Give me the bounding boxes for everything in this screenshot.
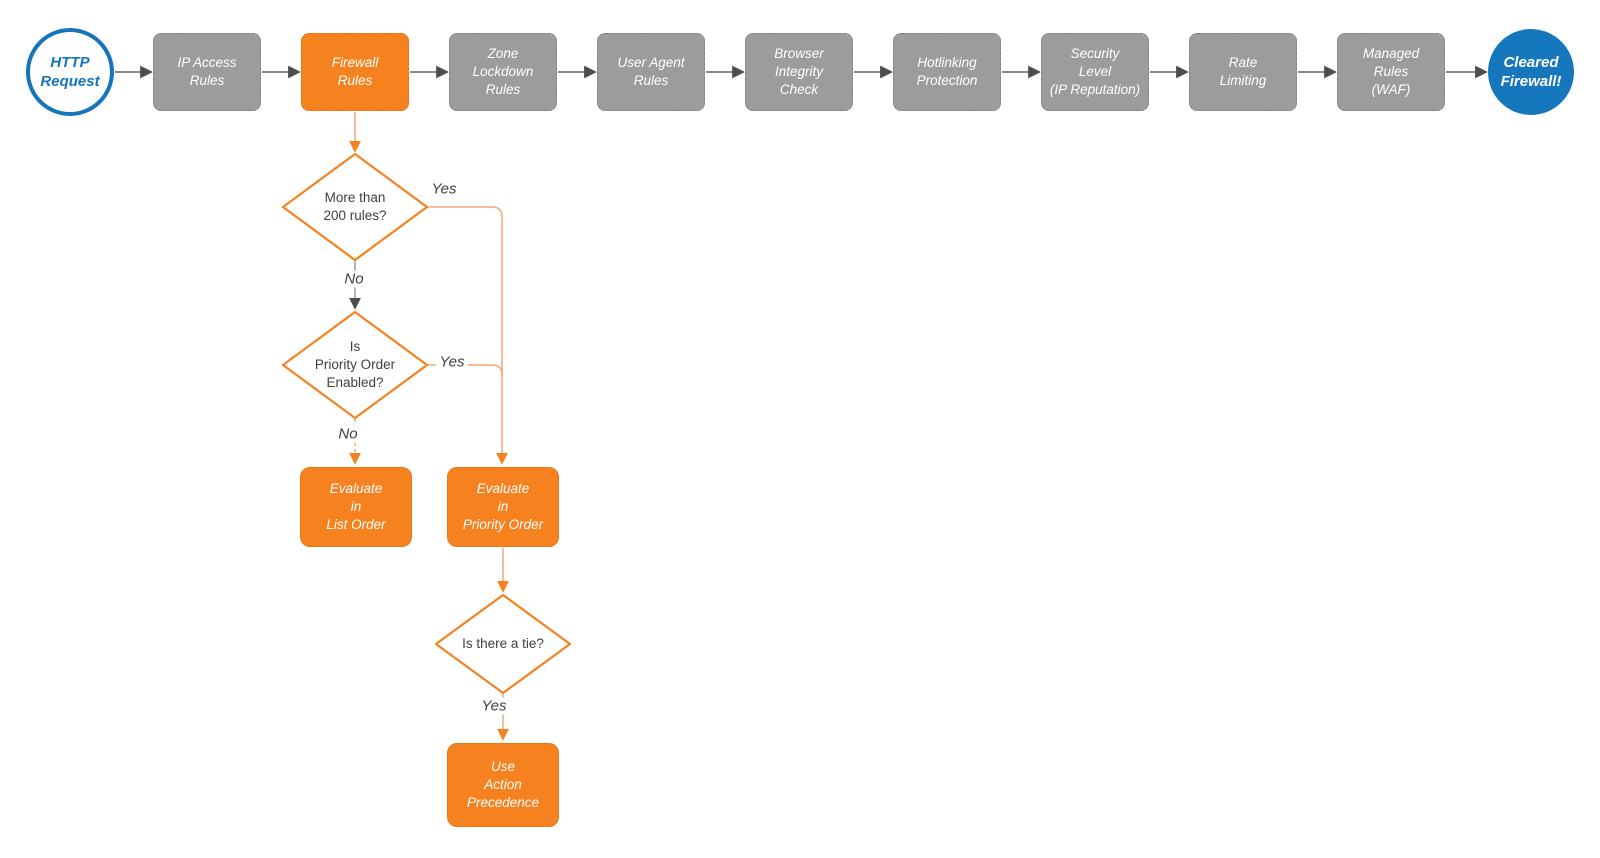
stage-security-level: Security Level (IP Reputation)	[1041, 33, 1149, 111]
action-evaluate-in-list-order: Evaluate in List Order	[300, 467, 412, 547]
stage-managed-rules-waf: Managed Rules (WAF)	[1337, 33, 1445, 111]
decision1-more-than-200-rules: More than 200 rules?	[323, 189, 387, 223]
stage-label: Rate Limiting	[1219, 55, 1267, 88]
end-node-cleared-firewall: Cleared Firewall!	[1488, 29, 1574, 115]
stage-hotlinking-protection: Hotlinking Protection	[893, 33, 1001, 111]
stage-ip-access-rules: IP Access Rules	[153, 33, 261, 111]
stage-label: User Agent Rules	[617, 55, 685, 88]
action-evaluate-in-priority-order: Evaluate in Priority Order	[447, 467, 559, 547]
edge-decision1-yes-to-priority-order	[427, 206, 508, 465]
stage-label: Security Level (IP Reputation)	[1049, 46, 1141, 97]
stage-label: Zone Lockdown Rules	[472, 46, 534, 97]
action-label: Use Action Precedence	[466, 759, 540, 810]
decision2-diamond-shape	[281, 310, 429, 420]
edge-label-decision2-no: No	[335, 425, 361, 443]
action-label: Evaluate in Priority Order	[462, 481, 544, 532]
stage-user-agent-rules: User Agent Rules	[597, 33, 705, 111]
stage-firewall-rules: Firewall Rules	[301, 33, 409, 111]
stage-label: Hotlinking Protection	[916, 55, 978, 88]
action-label: Evaluate in List Order	[326, 481, 386, 532]
edge-label-decision3-yes: Yes	[478, 697, 510, 715]
decision3-is-there-a-tie: Is there a tie?	[462, 635, 544, 651]
end-node-label: Cleared Firewall!	[1500, 53, 1562, 91]
stage-label: Browser Integrity Check	[774, 46, 824, 97]
start-node-label: HTTP Request	[40, 53, 100, 91]
stage-label: Managed Rules (WAF)	[1362, 46, 1420, 97]
stage-browser-integrity-check: Browser Integrity Check	[745, 33, 853, 111]
edge-decision2-yes-merge	[427, 364, 503, 376]
stage-label: Firewall Rules	[331, 55, 379, 88]
edge-label-decision1-no: No	[341, 270, 367, 288]
decision2-priority-order-enabled: Is Priority Order Enabled?	[314, 338, 396, 391]
action-use-action-precedence: Use Action Precedence	[447, 743, 559, 827]
stage-rate-limiting: Rate Limiting	[1189, 33, 1297, 111]
stage-zone-lockdown-rules: Zone Lockdown Rules	[449, 33, 557, 111]
edge-label-decision2-yes: Yes	[436, 353, 468, 371]
edge-label-decision1-yes: Yes	[428, 180, 460, 198]
decision1-diamond-shape	[281, 152, 429, 262]
decision3-diamond-shape	[434, 593, 572, 695]
stage-label: IP Access Rules	[177, 55, 237, 88]
start-node-http-request: HTTP Request	[26, 28, 114, 116]
